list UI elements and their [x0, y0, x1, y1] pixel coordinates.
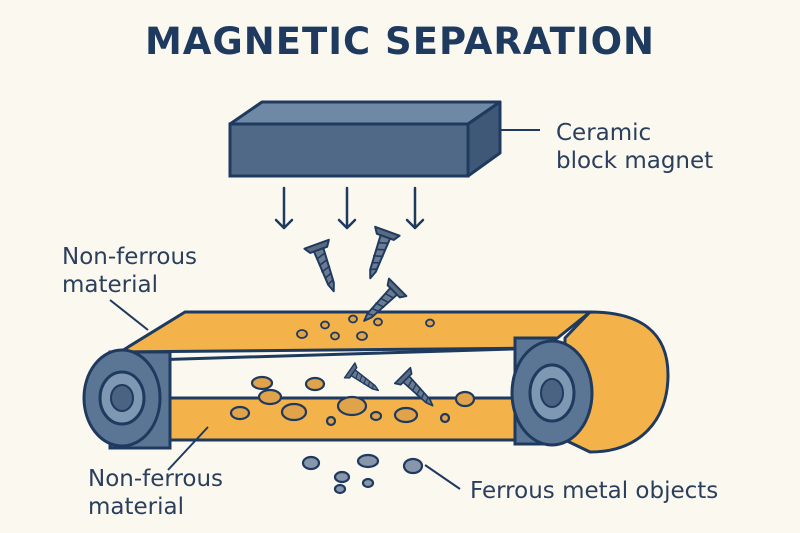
label-ferrous: Ferrous metal objects [470, 478, 719, 504]
leader-non-ferrous-bottom [167, 426, 209, 471]
label-magnet: Ceramic block magnet [556, 120, 714, 174]
arrow-down-icon [274, 186, 294, 230]
arrow-down-icon [405, 186, 425, 230]
label-non-ferrous-bottom: Non-ferrous material [88, 466, 224, 520]
ferrous-fall-stones [301, 453, 424, 495]
belt-top-strand [118, 310, 592, 354]
leader-ferrous [424, 464, 461, 490]
arrow-down-icon [337, 186, 357, 230]
screw-icon [357, 225, 401, 284]
screw-icon [303, 238, 347, 297]
ceramic-magnet [228, 100, 502, 178]
top-belt-particles [296, 314, 435, 341]
right-roller [510, 336, 594, 447]
leader-non-ferrous-top [109, 299, 149, 331]
lower-belt-pebbles [229, 375, 476, 427]
belt-right-end [563, 310, 670, 454]
left-roller [82, 348, 172, 450]
magnetic-force-arrows [274, 186, 425, 230]
label-non-ferrous-top: Non-ferrous material [62, 244, 198, 298]
leader-lines [109, 129, 540, 490]
page-title: MAGNETIC SEPARATION [144, 20, 656, 63]
